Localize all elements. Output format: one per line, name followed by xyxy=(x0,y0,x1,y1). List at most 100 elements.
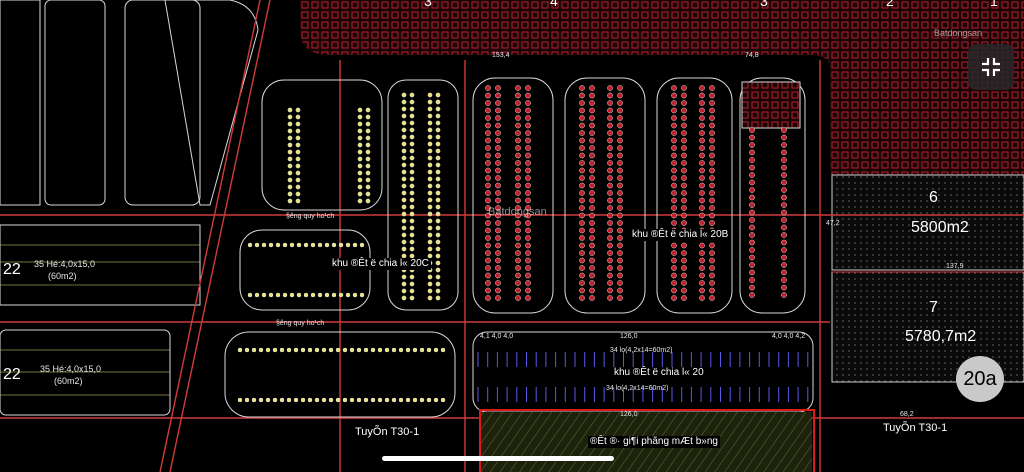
lot-marker xyxy=(409,113,415,119)
dim-m4b: 4,0 4,0 4,2 xyxy=(772,333,806,340)
lot-marker xyxy=(681,160,687,166)
lot-marker xyxy=(357,177,363,183)
lot-marker xyxy=(515,235,521,241)
lot-marker xyxy=(435,99,441,105)
lot-marker xyxy=(781,254,787,261)
lot-marker xyxy=(401,288,407,294)
lot-marker xyxy=(607,160,613,166)
lot-marker xyxy=(295,142,301,148)
lot-20a-badge: 20a xyxy=(956,356,1004,402)
lot-marker xyxy=(617,220,623,226)
lot-marker xyxy=(709,107,715,114)
lot-marker xyxy=(440,397,446,403)
lot-marker xyxy=(709,242,715,249)
lot-marker xyxy=(427,106,433,112)
lot-marker xyxy=(409,246,415,252)
fullscreen-exit-button[interactable] xyxy=(968,44,1014,90)
dim-126-bottom: 126,0 xyxy=(620,411,638,418)
lot-marker xyxy=(709,212,715,219)
top-number-4: 2 xyxy=(886,0,894,9)
lot-marker xyxy=(515,212,521,219)
lot-marker xyxy=(495,137,501,144)
lot-marker xyxy=(401,155,407,161)
lot-marker xyxy=(401,295,407,301)
lot-marker xyxy=(617,85,623,91)
lot-marker xyxy=(296,292,302,298)
lot-marker xyxy=(781,239,787,246)
lot-marker xyxy=(275,242,281,248)
clearance-selection xyxy=(479,409,815,472)
lot-marker xyxy=(749,127,755,133)
lot-marker xyxy=(409,288,415,294)
lot-markers xyxy=(237,85,787,403)
lot-marker xyxy=(515,287,521,294)
zone-20b-label: khu ®Êt ë chia l« 20B xyxy=(630,229,731,241)
lot-marker xyxy=(317,292,323,298)
lot-marker xyxy=(681,190,687,196)
lot-marker xyxy=(427,232,433,238)
lot-marker xyxy=(435,239,441,245)
lot-marker xyxy=(671,107,677,114)
lot-marker xyxy=(671,265,677,271)
lot-marker xyxy=(699,85,705,91)
lot-marker xyxy=(749,277,755,283)
lot-marker xyxy=(515,130,521,136)
lot-marker xyxy=(709,250,715,256)
lot-marker xyxy=(435,246,441,252)
lot-marker xyxy=(485,205,491,211)
lot-marker xyxy=(365,163,371,169)
lot-marker xyxy=(495,257,501,264)
lot-marker xyxy=(398,397,404,403)
lot-marker xyxy=(515,190,521,196)
lot-marker xyxy=(699,122,705,129)
lot-marker xyxy=(607,182,613,189)
lot-marker xyxy=(617,145,623,151)
lot-marker xyxy=(579,137,585,144)
lot-marker xyxy=(525,295,531,301)
lot-marker xyxy=(357,121,363,127)
lot-marker xyxy=(433,397,439,403)
lot-marker xyxy=(781,164,787,171)
lot-marker xyxy=(485,137,491,144)
lot-marker xyxy=(709,287,715,294)
lot-marker xyxy=(427,218,433,224)
lot-marker xyxy=(435,218,441,224)
lot-marker xyxy=(409,197,415,203)
lot-marker xyxy=(525,250,531,256)
lot-marker xyxy=(485,242,491,249)
video-scrub-bar[interactable] xyxy=(382,456,614,461)
lot-marker xyxy=(515,227,521,234)
lot-marker xyxy=(435,120,441,126)
lot-marker xyxy=(607,107,613,114)
lot-marker xyxy=(485,265,491,271)
dim-68: 68,2 xyxy=(900,411,914,418)
lot-marker xyxy=(272,397,278,403)
lot-marker xyxy=(485,107,491,114)
lot-marker xyxy=(349,347,355,353)
lot-marker xyxy=(435,260,441,266)
lot-marker xyxy=(419,347,425,353)
lot-marker xyxy=(579,257,585,264)
lot-marker xyxy=(435,183,441,189)
lot-marker xyxy=(681,272,687,279)
lot-marker xyxy=(781,194,787,201)
lot-marker xyxy=(391,397,397,403)
lot-marker xyxy=(287,191,293,197)
lot-marker xyxy=(331,292,337,298)
road-name-left: TuyÕn T30-1 xyxy=(352,426,423,439)
lot-marker xyxy=(525,205,531,211)
lot-marker xyxy=(495,122,501,129)
lot-marker xyxy=(356,397,362,403)
lot-marker xyxy=(515,167,521,174)
lot-marker xyxy=(681,115,687,121)
lot-marker xyxy=(356,347,362,353)
lot-marker xyxy=(287,142,293,148)
lot-marker xyxy=(709,197,715,204)
lot-marker xyxy=(607,295,613,301)
lot-marker xyxy=(607,280,613,286)
lot-marker xyxy=(749,232,755,238)
lot-marker xyxy=(607,115,613,121)
lot-marker xyxy=(287,170,293,176)
